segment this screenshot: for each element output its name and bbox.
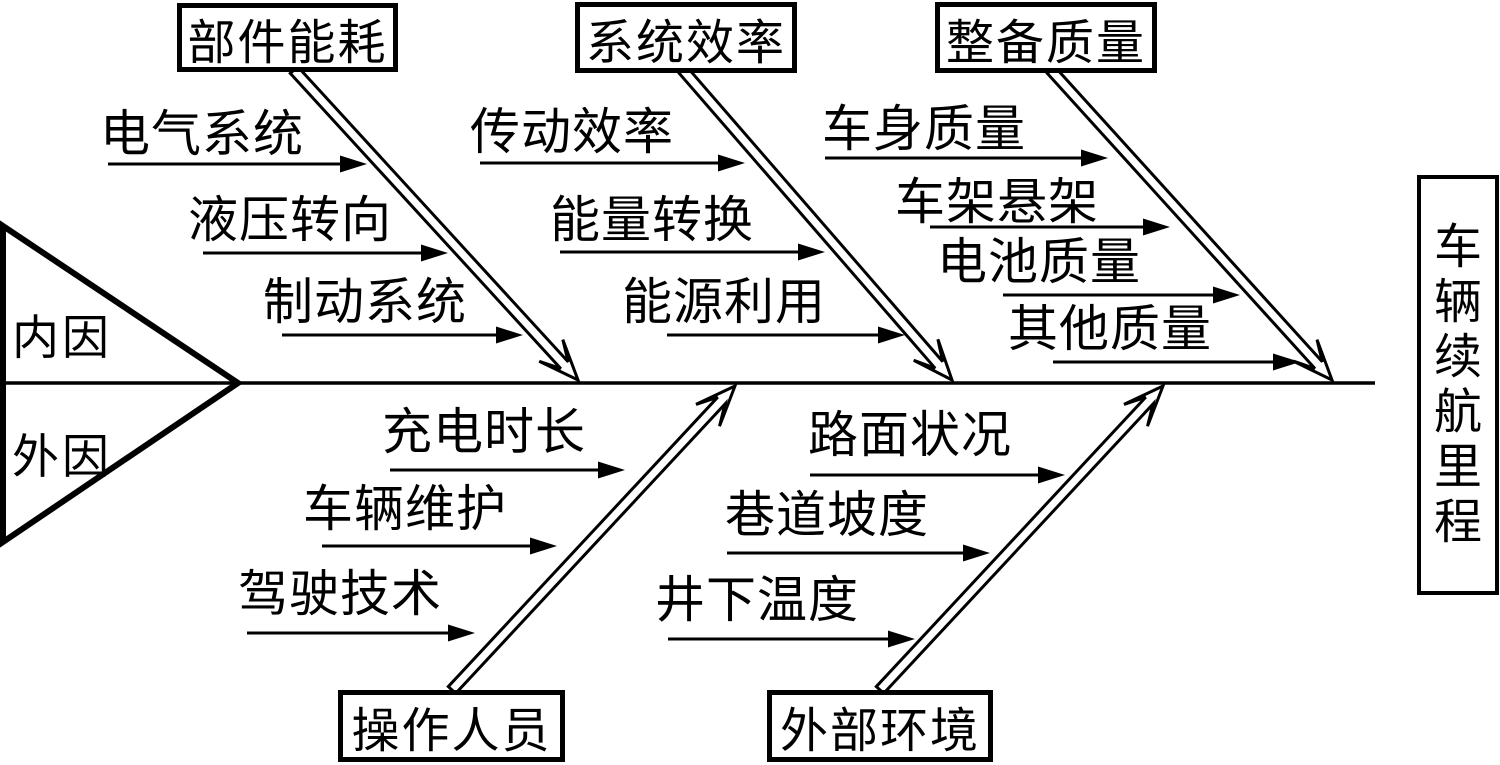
cause-arrow-other-mass-head: [1273, 353, 1300, 371]
cause-arrow-body-mass-head: [1081, 149, 1108, 167]
cause-battery-mass: 电池质量: [937, 234, 1141, 290]
branch-label-system-efficiency: 系统效率: [585, 16, 786, 70]
cause-arrow-braking-system-head: [496, 326, 523, 344]
internal-causes-label: 内因: [12, 313, 112, 365]
branch-label-curb-weight: 整备质量: [945, 16, 1146, 70]
cause-driving-skill: 驾驶技术: [238, 566, 442, 622]
branch-box-curb-weight: 整备质量: [935, 2, 1157, 73]
cause-body-mass: 车身质量: [822, 101, 1026, 157]
cause-road-condition: 路面状况: [808, 407, 1012, 463]
cause-arrow-charging-duration-head: [598, 461, 625, 479]
cause-braking-system: 制动系统: [263, 274, 467, 330]
external-causes-label: 外因: [12, 432, 112, 484]
branch-label-operators: 操作人员: [351, 705, 552, 758]
branch-box-system-efficiency: 系统效率: [575, 2, 797, 73]
cause-arrow-road-condition-head: [1038, 466, 1065, 484]
cause-charging-duration: 充电时长: [382, 404, 586, 460]
cause-hydraulic-steering: 液压转向: [188, 192, 392, 248]
branch-label-component-energy: 部件能耗: [187, 16, 388, 70]
cause-arrow-electrical-system-head: [340, 155, 367, 173]
cause-frame-suspension: 车架悬架: [895, 174, 1099, 230]
cause-transmission-efficiency: 传动效率: [470, 104, 674, 160]
cause-arrow-driving-skill-head: [448, 624, 475, 642]
cause-other-mass: 其他质量: [1008, 301, 1212, 357]
cause-arrow-energy-utilization-head: [878, 326, 905, 344]
cause-arrow-energy-conversion-head: [798, 243, 825, 261]
branch-box-component-energy: 部件能耗: [177, 3, 398, 72]
branch-box-external-environment: 外部环境: [767, 690, 993, 762]
cause-arrow-roadway-slope-head: [963, 544, 990, 562]
cause-arrow-vehicle-maintenance-head: [530, 537, 557, 555]
cause-energy-utilization: 能源利用: [622, 274, 826, 330]
head-triangle: [0, 220, 244, 548]
cause-roadway-slope: 巷道坡度: [725, 487, 929, 543]
cause-underground-temperature: 井下温度: [655, 572, 859, 628]
cause-arrow-underground-temperature-head: [888, 630, 915, 648]
cause-arrow-hydraulic-steering-head: [421, 244, 448, 262]
effect-box: 车辆续航里程: [1417, 175, 1499, 595]
cause-arrow-battery-mass-head: [1213, 286, 1240, 304]
cause-arrow-frame-suspension-head: [1143, 218, 1170, 236]
cause-energy-conversion: 能量转换: [550, 192, 754, 248]
effect-label: 车辆续航里程: [1433, 221, 1482, 549]
cause-arrow-transmission-efficiency-head: [718, 154, 745, 172]
branch-box-operators: 操作人员: [338, 690, 565, 762]
cause-vehicle-maintenance: 车辆维护: [303, 481, 507, 537]
cause-electrical-system: 电气系统: [100, 106, 304, 162]
branch-label-external-environment: 外部环境: [779, 705, 980, 758]
